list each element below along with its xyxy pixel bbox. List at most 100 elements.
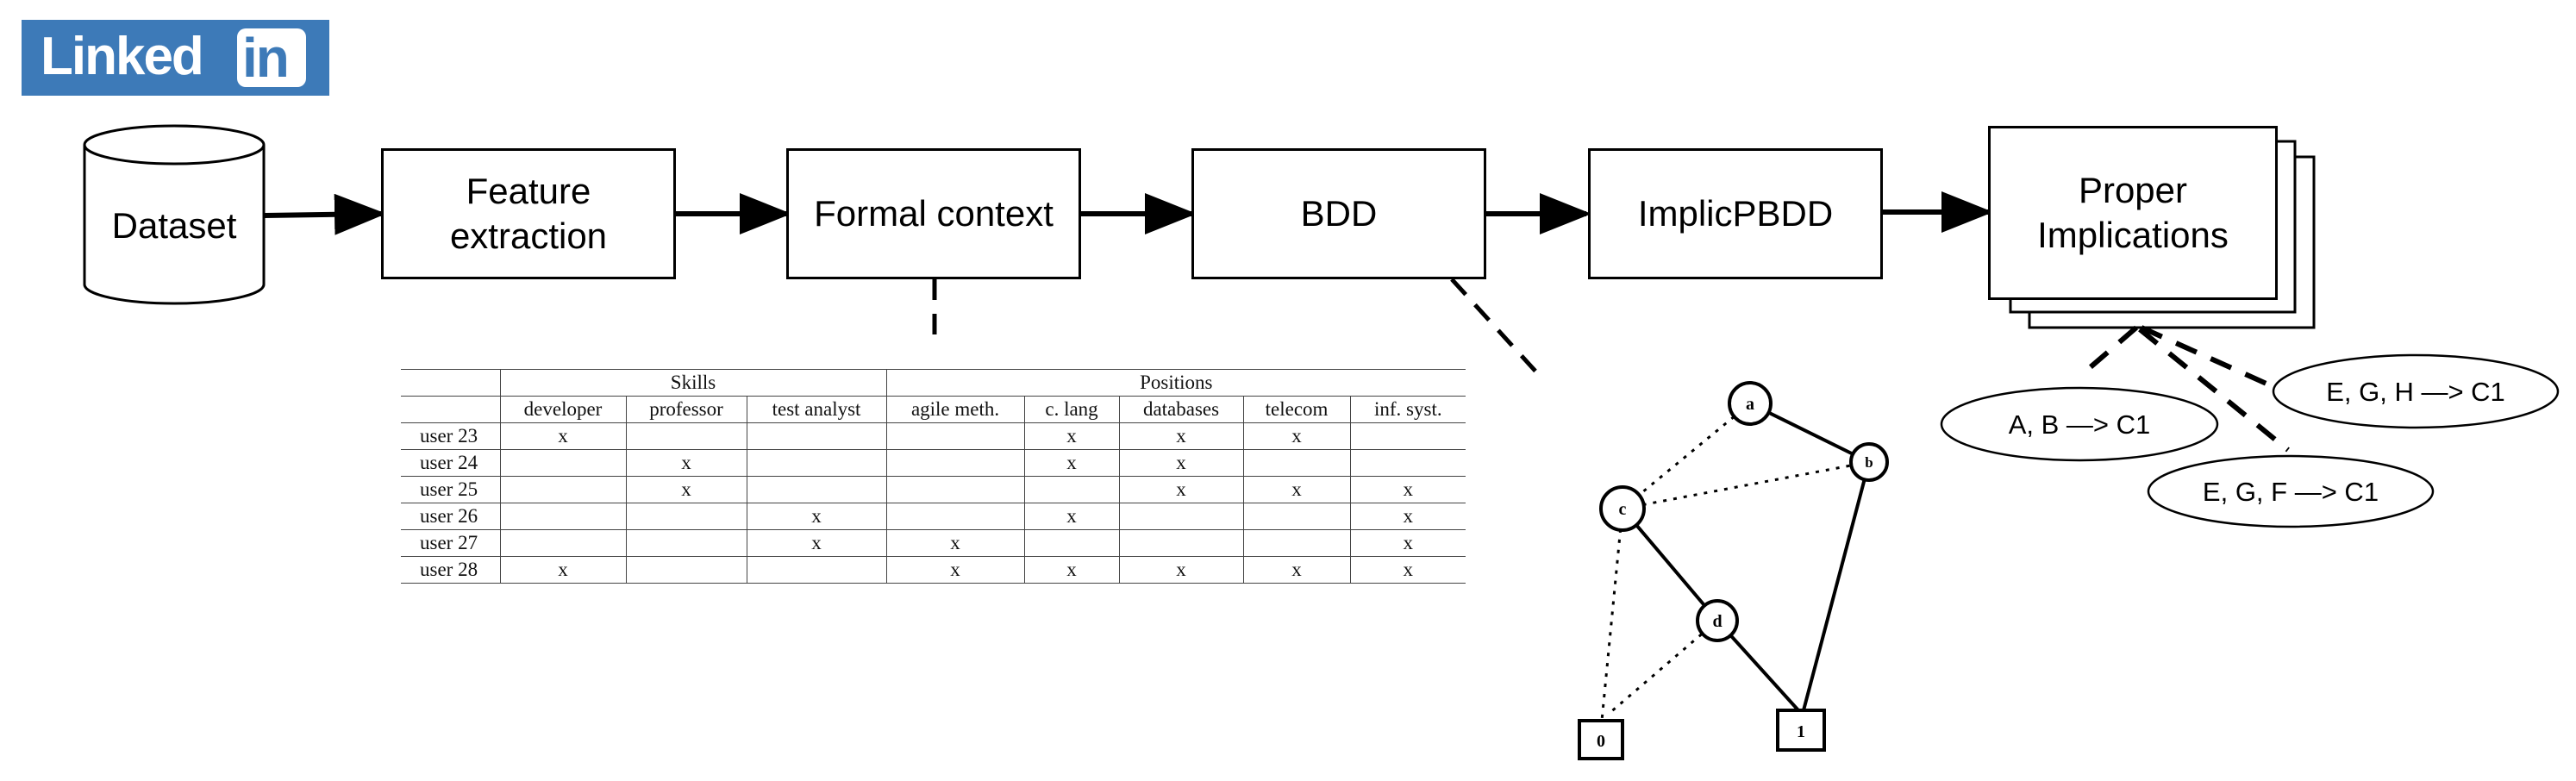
row-label: user 27 [401,529,500,557]
table-cell: x [1023,449,1120,477]
column-header: inf. syst. [1349,396,1466,423]
row-label: user 26 [401,503,500,530]
table-cell: x [1118,449,1244,477]
logo-word: Linked [41,27,204,86]
proper-implications-label-line1: Proper [2078,170,2188,210]
table-cell: x [625,449,747,477]
linkedin-logo: Linked in [22,20,329,96]
table-cell: x [746,503,887,530]
table-cell: x [1242,476,1351,503]
table-cell: x [1349,503,1466,530]
feature-extraction-box: Feature extraction [381,148,676,279]
bdd-node-c [1599,485,1646,532]
bdd-node-d [1696,599,1739,642]
column-header: agile meth. [885,396,1025,423]
column-header: c. lang [1023,396,1120,423]
table-cell [746,422,887,450]
bdd-graph: a b c d 0 1 [1578,381,1889,760]
table-cell [885,422,1025,450]
table-cell: x [746,529,887,557]
table-cell [1023,476,1120,503]
table-cell [1349,449,1466,477]
table-cell [499,529,626,557]
proper-implications-box: Proper Implications [1988,126,2278,300]
table-cell: x [1118,556,1244,584]
logo-in-box: in [237,28,306,87]
implication-1-text: A, B —> C1 [2009,409,2151,440]
bdd-node-a [1728,381,1773,426]
table-row: user 24 x x x [401,449,1466,477]
bdd-box: BDD [1191,148,1486,279]
table-cell: x [1118,476,1244,503]
column-header: professor [625,396,747,423]
table-cell: x [499,422,626,450]
table-cell: x [1242,556,1351,584]
table-cell [1118,529,1244,557]
table-group-header-row: Skills Positions [401,369,1466,397]
row-label: user 23 [401,422,500,450]
dataset-cylinder: Dataset [83,124,266,305]
feature-extraction-label-line2: extraction [449,216,608,256]
formal-context-label: Formal context [814,193,1054,234]
bdd-node-c-label: c [1619,500,1627,519]
table-cell [1118,503,1244,530]
table-cell [625,529,747,557]
table-column-header-row: developer professor test analyst agile m… [401,396,1466,423]
bdd-terminal-1-label: 1 [1797,722,1805,741]
table-cell: x [499,556,626,584]
bdd-edge-a-c [1622,402,1751,510]
table-cell [746,449,887,477]
table-cell: x [1349,476,1466,503]
bdd-terminal-0 [1578,719,1624,760]
bdd-node-a-label: a [1746,395,1754,414]
table-row: user 23 x x x x [401,422,1466,450]
row-label: user 25 [401,476,500,503]
table-cell: x [1023,422,1120,450]
table-cell [746,556,887,584]
implicpbdd-box: ImplicPBDD [1588,148,1883,279]
implication-oval-3: E, G, F —> C1 [2147,454,2435,528]
formal-context-box: Formal context [786,148,1081,279]
table-row: user 27 x x x [401,529,1466,557]
table-row: user 28 x x x x x x [401,556,1466,584]
table-cell: x [1023,503,1120,530]
group-header-positions: Positions [885,369,1466,397]
column-header: telecom [1242,396,1351,423]
bdd-edge-b-1 [1802,461,1871,711]
table-cell [625,422,747,450]
table-cell [1242,503,1351,530]
table-cell: x [1242,422,1351,450]
bdd-label: BDD [1300,193,1378,234]
bdd-edge-d-0 [1608,619,1718,715]
table-cell [1242,449,1351,477]
implication-2-text: E, G, H —> C1 [2326,377,2505,407]
implicpbdd-label: ImplicPBDD [1637,193,1834,234]
implication-oval-2: E, G, H —> C1 [2272,353,2560,429]
table-cell: x [1349,556,1466,584]
table-cell [1023,529,1120,557]
bdd-edge-c-0 [1600,508,1624,722]
table-corner-sub [401,396,500,423]
table-cell [499,476,626,503]
table-cell [885,503,1025,530]
logo-in-text: in [242,27,290,89]
table-cell: x [1118,422,1244,450]
proper-implications-label-line2: Implications [2037,215,2229,255]
implication-oval-1: A, B —> C1 [1940,386,2219,462]
bdd-node-d-label: d [1712,612,1722,631]
bdd-edge-c-d [1621,507,1719,622]
dataset-label: Dataset [112,205,237,246]
column-header: developer [499,396,626,423]
table-cell [625,556,747,584]
table-cell: x [1023,556,1120,584]
dashed-link-implication-3 [2138,327,2290,453]
table-cell: x [1349,529,1466,557]
table-cell [499,503,626,530]
group-header-skills: Skills [499,369,887,397]
table-cell [1349,422,1466,450]
bdd-node-b [1849,442,1889,482]
table-cell [885,476,1025,503]
table-cell: x [625,476,747,503]
table-cell [625,503,747,530]
